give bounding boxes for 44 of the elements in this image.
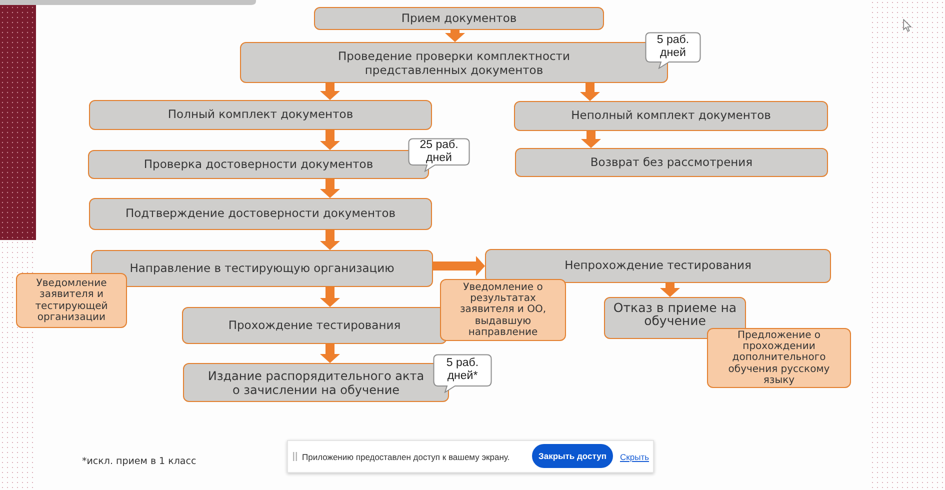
step-text: Подтверждение достоверности документов <box>125 207 396 221</box>
arrow <box>320 83 340 100</box>
note-text: Уведомление заявителя и тестирующей организации <box>34 278 109 324</box>
duration-callout: 5 раб. дней <box>645 32 701 69</box>
note-text: Уведомление о результатах заявителя и ОО, выдавшую направление <box>458 282 547 338</box>
process-box <box>89 100 432 130</box>
process-box <box>89 198 432 230</box>
step-text: Направление в тестирующую организацию <box>130 262 394 276</box>
process-box <box>182 307 447 344</box>
step-text: Полный комплект документов <box>168 108 354 122</box>
note-box <box>440 279 566 341</box>
arrow <box>580 83 600 101</box>
arrow <box>320 344 340 363</box>
notification-text: Приложению предоставлен доступ к вашему экрану. <box>302 452 510 462</box>
step-text: Проверка достоверности документов <box>144 158 374 172</box>
process-box <box>515 148 828 177</box>
duration-callout: 25 раб. дней <box>408 138 470 172</box>
arrow <box>433 256 485 276</box>
step-text: Отказ в приеме на обучение <box>612 301 738 327</box>
step-text: Неполный комплект документов <box>571 109 771 123</box>
arrow <box>445 30 465 42</box>
step-text: Издание распорядительного акта о зачислении на обучение <box>206 368 426 396</box>
step-text: Прохождение тестирования <box>228 318 401 332</box>
arrow <box>660 283 680 297</box>
step-text: Проведение проверки комплектности представленных документов <box>337 48 571 76</box>
stop-sharing-button: Закрыть доступ <box>532 444 613 468</box>
step-text: Непрохождение тестирования <box>564 259 752 273</box>
arrow <box>320 130 340 150</box>
footnote: *искл. прием в 1 класс <box>82 456 196 467</box>
arrow <box>320 287 340 307</box>
arrow <box>581 131 601 148</box>
process-box <box>514 101 828 131</box>
process-box <box>183 363 449 402</box>
arrow <box>320 179 340 198</box>
note-box <box>16 273 127 328</box>
note-text: Предложение о прохождении дополнительного обучения русскому языку <box>727 330 831 386</box>
step-text: Прием документов <box>401 12 517 26</box>
duration-callout: 5 раб. дней* <box>433 354 492 393</box>
arrow <box>320 230 340 250</box>
step-text: Возврат без рассмотрения <box>590 156 753 170</box>
hide-link: Скрыть <box>620 452 650 462</box>
note-box <box>707 328 851 388</box>
process-box <box>485 249 831 283</box>
process-box <box>314 7 604 30</box>
